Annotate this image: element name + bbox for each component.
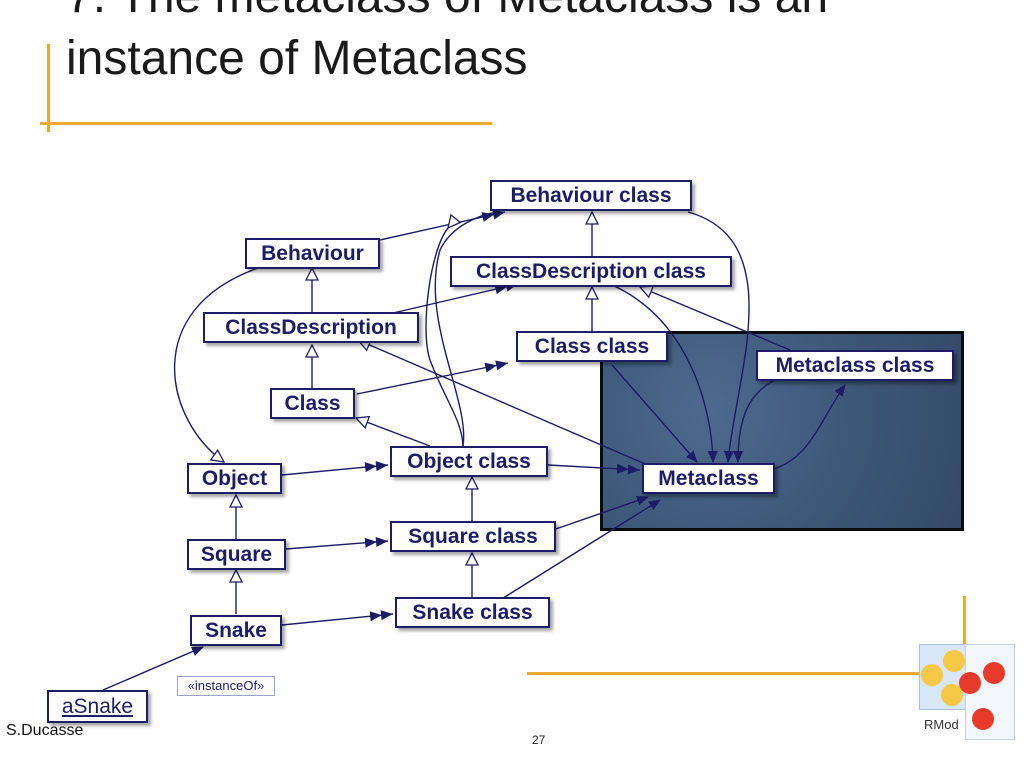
- edge-metaclass-class-inherits-classdescription-class: [640, 287, 791, 351]
- edge-object-class-inherits-class: [356, 418, 431, 447]
- instanceof-label: «instanceOf»: [177, 676, 275, 696]
- logo-dot-red-3: [972, 708, 994, 730]
- logo-dot-yellow-3: [941, 684, 963, 706]
- logo-dot-yellow-1: [921, 664, 943, 686]
- footer-accent-horizontal: [527, 672, 919, 675]
- edge-classdescription-to-classdescription-class: [392, 281, 519, 314]
- rmod-logo: RMod: [919, 644, 1015, 740]
- node-snake-class: Snake class: [395, 597, 550, 628]
- edge-metaclass-class-to-metaclass: [733, 379, 776, 463]
- page-number: 27: [532, 733, 546, 747]
- node-object-class: Object class: [390, 446, 548, 477]
- node-classdescription: ClassDescription: [203, 312, 419, 343]
- node-metaclass: Metaclass: [642, 463, 775, 494]
- node-square-class: Square class: [390, 521, 556, 552]
- logo-dot-yellow-2: [943, 650, 965, 672]
- edge-object-class-to-metaclass: [547, 463, 641, 475]
- node-class: Class: [270, 388, 355, 419]
- edge-object-to-object-class: [281, 461, 389, 476]
- edge-object-class-up-to-behaviour-class: [434, 211, 498, 447]
- edge-asnake-to-snake: [102, 646, 204, 691]
- edge-metaclass-inherits-classdescription: [358, 340, 651, 467]
- logo-dot-red-2: [983, 662, 1005, 684]
- edge-behaviour-inherits-object: [173, 267, 259, 462]
- edge-behaviour-to-behaviour-class: [379, 209, 506, 241]
- node-object: Object: [187, 463, 282, 494]
- slide-title-line-2: instance of Metaclass: [66, 32, 528, 85]
- edge-square-to-square-class: [285, 536, 389, 550]
- title-accent-horizontal: [40, 122, 492, 125]
- node-classdescription-class: ClassDescription class: [450, 256, 732, 287]
- edge-behaviour-class-to-metaclass: [687, 211, 750, 463]
- edge-square-class-to-metaclass: [549, 495, 649, 532]
- slide-title: 7. The metaclass of Metaclass is an inst…: [66, 0, 1006, 90]
- title-accent-vertical: [47, 44, 50, 132]
- node-class-class: Class class: [516, 331, 668, 362]
- logo-text: RMod: [924, 717, 959, 732]
- node-metaclass-class: Metaclass class: [756, 350, 954, 381]
- node-square: Square: [187, 539, 286, 570]
- edge-class-class-to-metaclass: [611, 364, 698, 463]
- author-name: S.Ducasse: [6, 722, 84, 739]
- edge-object-class-inherits-behaviour-class: [425, 228, 464, 447]
- logo-dot-red-1: [959, 672, 981, 694]
- instance-asnake: aSnake: [47, 690, 148, 723]
- edge-metaclass-to-metaclass-class: [769, 384, 846, 471]
- edge-class-to-class-class: [356, 360, 509, 395]
- node-snake: Snake: [190, 615, 282, 646]
- footer-accent-vertical: [963, 596, 966, 646]
- node-behaviour: Behaviour: [245, 238, 380, 269]
- edge-snake-to-snake-class: [281, 610, 394, 626]
- edge-snake-class-to-metaclass: [499, 499, 661, 601]
- edge-classdescription-class-to-metaclass: [611, 284, 718, 463]
- slide-title-line-1: 7. The metaclass of Metaclass is an: [66, 0, 1006, 28]
- node-behaviour-class: Behaviour class: [490, 180, 692, 211]
